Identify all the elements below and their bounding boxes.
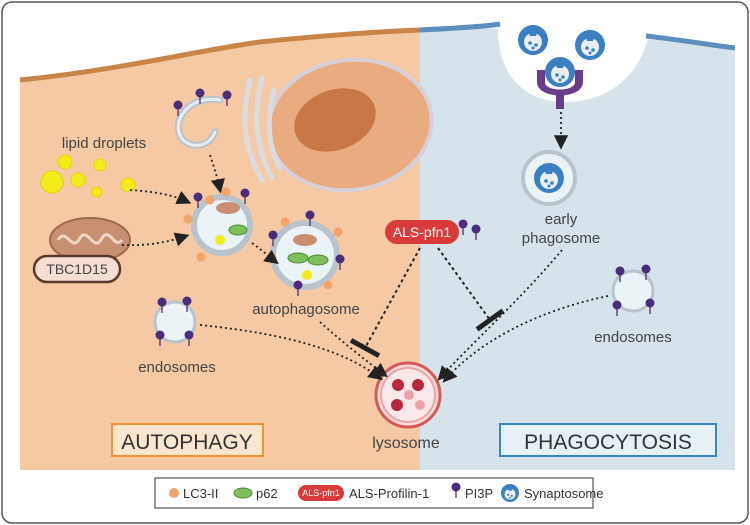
lipid-droplets-label: lipid droplets — [62, 135, 146, 152]
legend-als-profilin-label: ALS-Profilin-1 — [349, 486, 429, 501]
legend-lc3-icon — [169, 488, 179, 498]
autophagy-title: AUTOPHAGY — [121, 431, 252, 454]
legend-p62-label: p62 — [256, 486, 278, 501]
early-label: early — [545, 211, 578, 228]
lysosome-label: lysosome — [372, 435, 440, 452]
legend-synaptosome-label: Synaptosome — [524, 486, 604, 501]
cell-membrane-right-b — [645, 33, 736, 51]
early-phagosome — [521, 150, 577, 206]
als-pfn1-label: ALS-pfn1 — [393, 224, 452, 240]
autophagosome-label: autophagosome — [252, 301, 360, 318]
endosomes-left-label: endosomes — [138, 359, 216, 376]
autophagosome — [267, 209, 346, 297]
forming-autophagosome — [183, 187, 253, 262]
legend-als-badge — [298, 485, 344, 501]
phagocytosis-title: PHAGOCYTOSIS — [524, 431, 692, 454]
legend-box — [154, 477, 594, 509]
phagophore — [172, 87, 233, 149]
receptor-stalk — [556, 95, 564, 109]
endosome-left — [153, 295, 197, 347]
cell-membrane-left — [19, 27, 421, 83]
autophagy-box — [111, 423, 264, 457]
legend-synaptosome-icon — [501, 484, 519, 502]
phagocytosis-region — [420, 28, 735, 470]
nucleolus — [294, 88, 376, 152]
tbc1d15-label: TBC1D15 — [46, 261, 108, 277]
als-pfn1-badge — [385, 220, 459, 244]
lipid-droplets — [40, 154, 136, 198]
tbc1d15-badge — [32, 254, 122, 284]
inhibition-lines — [349, 247, 505, 358]
er-stacks — [242, 75, 283, 183]
phagocytosis-box — [499, 423, 717, 457]
endosome-right — [611, 263, 656, 317]
endosomes-right-label: endosomes — [594, 329, 672, 346]
legend-als-badge-label: ALS-pfn1 — [302, 488, 340, 498]
lysosome — [374, 361, 442, 429]
mitochondrion — [49, 217, 131, 263]
phagocytic-receptor — [537, 70, 583, 96]
legend-pi3p-label: PI3P — [465, 486, 493, 501]
phagosome-label: phagosome — [522, 230, 600, 247]
legend-lc3-label: LC3-II — [183, 486, 218, 501]
cell-membrane-right-a — [419, 21, 501, 33]
legend-p62-icon — [233, 487, 253, 499]
